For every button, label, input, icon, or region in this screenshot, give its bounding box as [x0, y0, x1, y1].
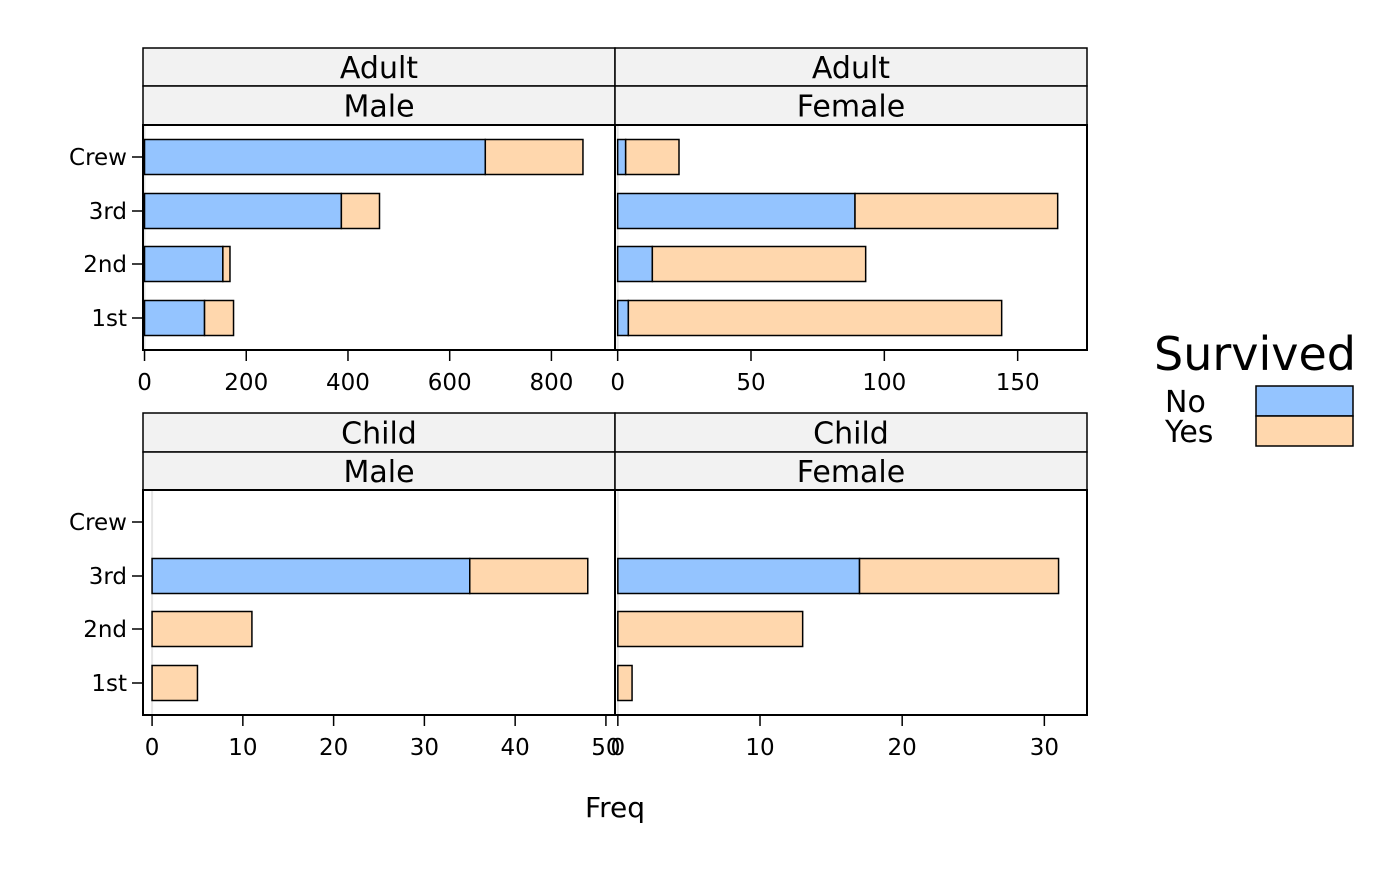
category-label: 3rd — [89, 564, 127, 590]
bar-segment-yes — [484, 138, 584, 176]
legend-label-no: No — [1165, 385, 1206, 420]
x-tick-label: 50 — [736, 370, 765, 396]
bar-segment-yes — [340, 192, 381, 230]
strip-label: Male — [343, 455, 414, 490]
bar-segment-no — [143, 299, 206, 337]
strip-label: Female — [797, 90, 905, 125]
x-tick-label: 400 — [326, 370, 370, 396]
category-label: 2nd — [83, 252, 127, 278]
bar-segment-yes — [617, 664, 633, 702]
x-tick-label: 20 — [888, 735, 917, 761]
x-tick-label: 10 — [228, 735, 257, 761]
bar-segment-no — [616, 245, 654, 283]
bar-segment-no — [617, 557, 861, 595]
strip-bg — [142, 451, 616, 491]
x-tick-label: 30 — [1030, 735, 1059, 761]
x-axis-label: Freq — [585, 791, 645, 824]
legend-swatch-no — [1255, 385, 1354, 417]
x-tick-label: 50 — [591, 735, 620, 761]
strip-bg — [614, 85, 1088, 126]
bar-segment-no — [616, 299, 630, 337]
x-tick-label: 0 — [610, 370, 625, 396]
strip-label: Child — [813, 417, 889, 452]
x-tick-label: 0 — [137, 370, 152, 396]
category-label: 3rd — [89, 199, 127, 225]
category-label: 1st — [91, 306, 127, 332]
strip-label: Child — [341, 417, 417, 452]
bar-segment-yes — [222, 245, 231, 283]
strip-bg — [142, 85, 616, 126]
strip-label: Male — [343, 90, 414, 125]
bar-segment-no — [143, 192, 343, 230]
bar-segment-yes — [651, 245, 867, 283]
category-label: 1st — [91, 671, 127, 697]
panel-frame — [142, 489, 616, 716]
x-tick-label: 20 — [319, 735, 348, 761]
x-tick-label: 30 — [410, 735, 439, 761]
x-tick-label: 0 — [611, 735, 626, 761]
x-tick-label: 200 — [224, 370, 268, 396]
bar-segment-yes — [469, 557, 589, 595]
strip-label: Female — [797, 455, 905, 490]
strip-bg — [142, 47, 616, 87]
bar-segment-yes — [151, 610, 253, 648]
strip-bg — [142, 412, 616, 453]
bar-segment-no — [616, 192, 856, 230]
legend-label-yes: Yes — [1164, 415, 1213, 450]
bar-segment-yes — [627, 299, 1003, 337]
bar-segment-yes — [624, 138, 680, 176]
strip-bg — [614, 412, 1088, 453]
x-tick-label: 10 — [745, 735, 774, 761]
legend-swatch-yes — [1255, 415, 1354, 447]
category-label: Crew — [69, 145, 127, 171]
strip-label: Adult — [340, 51, 418, 86]
strip-label: Adult — [812, 51, 890, 86]
bar-segment-no — [151, 557, 471, 595]
x-tick-label: 800 — [529, 370, 573, 396]
x-tick-label: 600 — [428, 370, 472, 396]
panel-frame — [614, 489, 1088, 716]
bar-segment-yes — [203, 299, 235, 337]
bar-segment-yes — [854, 192, 1059, 230]
strip-bg — [614, 451, 1088, 491]
category-label: 2nd — [83, 617, 127, 643]
bar-segment-yes — [151, 664, 199, 702]
bar-segment-no — [143, 138, 487, 176]
bar-segment-no — [143, 245, 224, 283]
bar-segment-yes — [858, 557, 1060, 595]
bar-segment-yes — [617, 610, 804, 648]
x-tick-label: 100 — [862, 370, 906, 396]
bar-segment-no — [616, 138, 627, 176]
panel-frame — [614, 124, 1088, 351]
x-tick-label: 40 — [501, 735, 530, 761]
legend-title: Survived — [1154, 327, 1356, 381]
strip-bg — [614, 47, 1088, 87]
x-tick-label: 0 — [145, 735, 160, 761]
x-tick-label: 150 — [996, 370, 1040, 396]
category-label: Crew — [69, 510, 127, 536]
